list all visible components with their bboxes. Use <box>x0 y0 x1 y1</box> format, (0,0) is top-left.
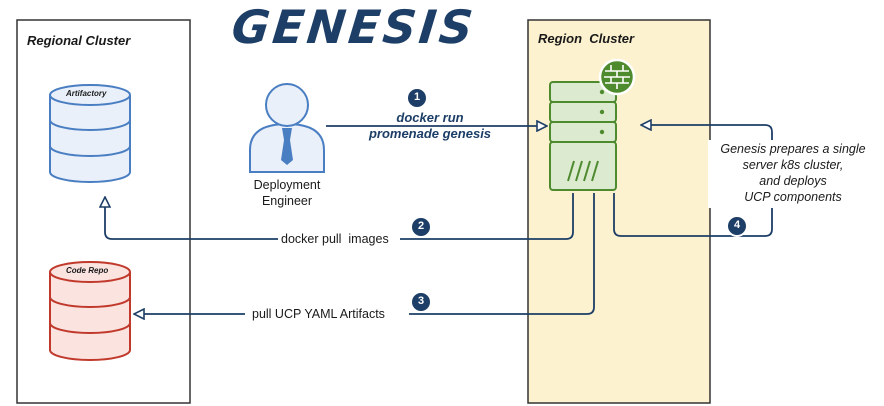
step4-note-line1: Genesis prepares a single <box>720 142 866 156</box>
step4-arrow <box>613 125 773 237</box>
firewall-icon <box>598 58 636 96</box>
artifactory-label: Artifactory <box>66 89 107 98</box>
engineer-label-line1: Deployment <box>253 178 321 192</box>
step4-note-line2: server k8s cluster, <box>742 158 844 172</box>
artifactory-database-icon <box>49 84 131 183</box>
region-cluster-title: Region Cluster <box>538 31 635 46</box>
step-badges <box>406 87 748 313</box>
step3-arrow <box>135 193 595 314</box>
step2-badge <box>410 216 432 238</box>
step4-note-line4: UCP components <box>744 190 842 204</box>
step1-number: 1 <box>413 91 421 103</box>
server-icon <box>549 81 617 191</box>
engineer-label-line2: Engineer <box>261 194 313 208</box>
step3-label: pull UCP YAML Artifacts <box>252 307 385 321</box>
step3-badge <box>410 291 432 313</box>
regional-cluster-title: Regional Cluster <box>27 33 131 48</box>
code-repo-label: Code Repo <box>66 266 109 275</box>
person-icon <box>249 83 325 173</box>
step4-number: 4 <box>733 219 741 231</box>
step3-number: 3 <box>417 295 425 307</box>
step2-number: 2 <box>417 220 425 232</box>
step4-note-line3: and deploys <box>759 174 827 188</box>
diagram-title: GENESIS <box>229 0 479 54</box>
step1-command-line2: promenade genesis <box>368 126 492 141</box>
step1-command-line1: docker run <box>396 110 464 125</box>
step4-badge <box>726 215 748 237</box>
step2-label: docker pull images <box>281 232 389 246</box>
step1-badge <box>406 87 428 109</box>
code-repo-database-icon <box>49 261 131 361</box>
